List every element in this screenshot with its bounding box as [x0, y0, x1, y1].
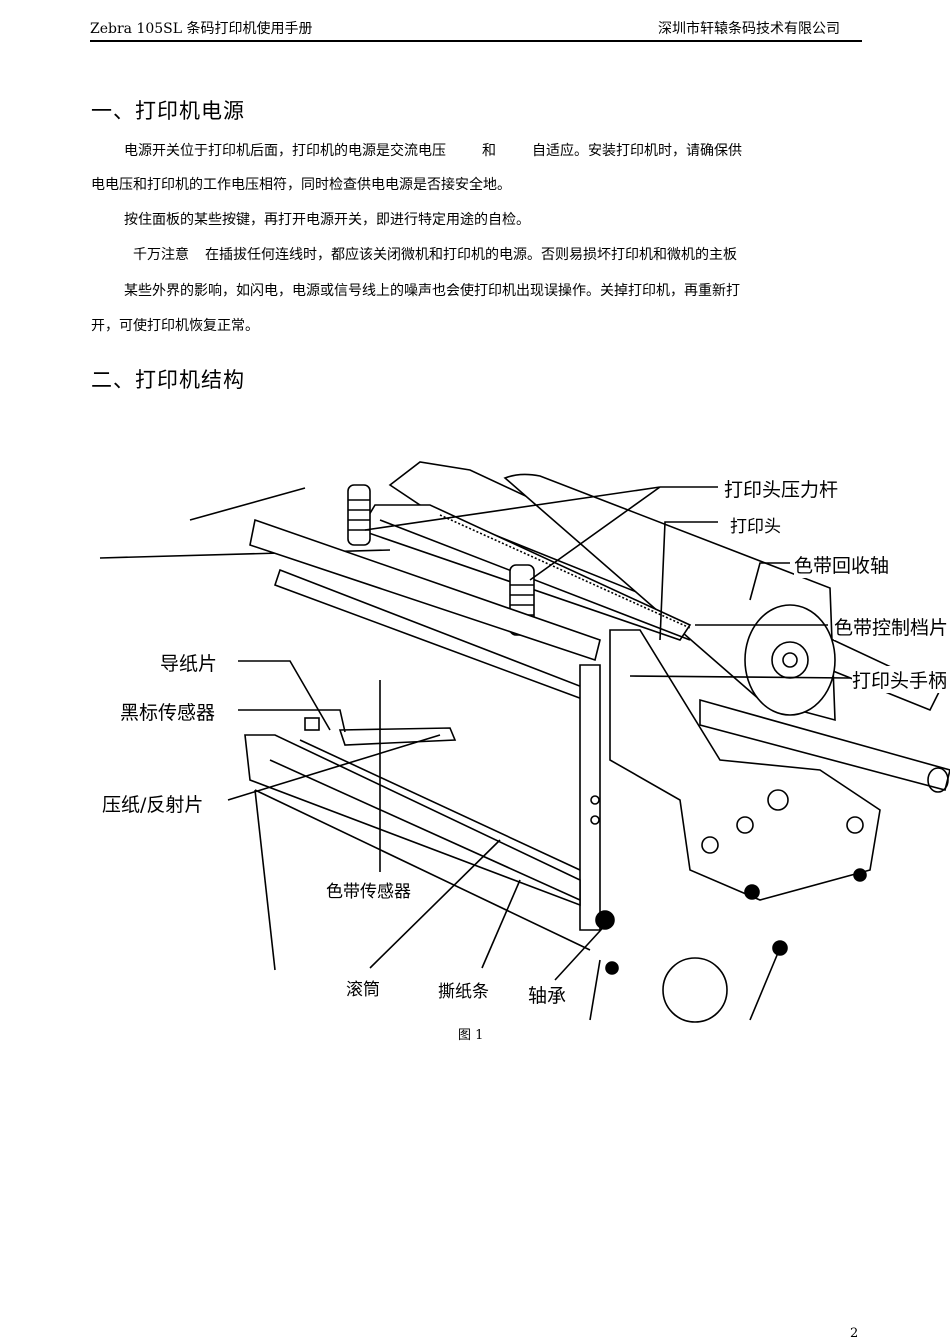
- figure-caption: 图 1: [458, 1028, 484, 1043]
- printer-structure-diagram: [99, 461, 950, 1023]
- label-printhead-handle: 打印头手柄: [852, 666, 948, 693]
- paragraph-power-4a: 某些外界的影响，如闪电，电源或信号线上的噪声也会使打印机出现误操作。关掉打印机，…: [124, 283, 740, 299]
- label-ribbon-takeup: 色带回收轴: [794, 551, 890, 578]
- label-black-mark-sensor: 黑标传感器: [120, 698, 216, 725]
- paragraph-power-1a: 电源开关位于打印机后面，打印机的电源是交流电压和自适应。安装打印机时，请确保供: [124, 143, 742, 159]
- label-platen-roller: 滚筒: [346, 975, 380, 1000]
- label-ribbon-sensor: 色带传感器: [326, 877, 411, 902]
- label-ribbon-control: 色带控制档片: [834, 613, 949, 640]
- paragraph-power-3: 千万注意在插拔任何连线时，都应该关闭微机和打印机的电源。否则易损坏打印机和微机的…: [133, 247, 737, 263]
- header-manual-title: Zebra 105SL 条码打印机使用手册: [90, 21, 313, 37]
- paragraph-power-4b: 开，可使打印机恢复正常。: [91, 318, 259, 334]
- label-bearing: 轴承: [528, 981, 567, 1008]
- paragraph-power-2: 按住面板的某些按键，再打开电源开关，即进行特定用途的自检。: [124, 212, 530, 228]
- label-paper-guide: 导纸片: [160, 649, 218, 676]
- paragraph-power-1b: 电电压和打印机的工作电压相符，同时检查供电电源是否接安全地。: [91, 177, 511, 193]
- label-tear-bar: 撕纸条: [438, 977, 489, 1002]
- label-printhead-pressure-lever: 打印头压力杆: [724, 475, 839, 502]
- section-title-power: 一、打印机电源: [91, 99, 245, 123]
- page-number: 2: [850, 1326, 859, 1341]
- section-title-structure: 二、打印机结构: [91, 368, 245, 392]
- page-header: Zebra 105SL 条码打印机使用手册 深圳市轩辕条码技术有限公司: [90, 14, 862, 42]
- label-pressure-reflector: 压纸/反射片: [102, 790, 204, 817]
- header-company: 深圳市轩辕条码技术有限公司: [658, 21, 840, 37]
- label-printhead: 打印头: [730, 512, 781, 537]
